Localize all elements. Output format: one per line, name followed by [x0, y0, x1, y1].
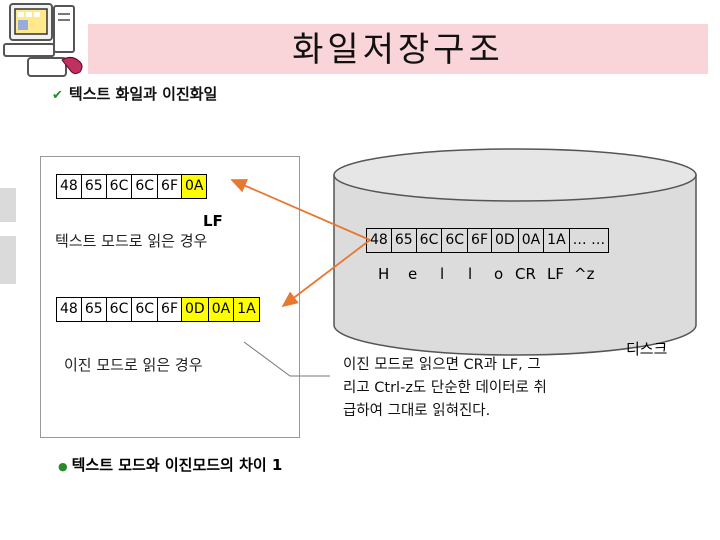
binary-byte: 6C — [107, 298, 133, 321]
binary-byte: 6F — [158, 298, 182, 321]
disk-char: LF — [547, 265, 564, 283]
side-tab-top — [0, 188, 16, 222]
disk-char: CR — [515, 265, 536, 283]
disk-byte: 6C — [417, 229, 443, 252]
text-byte-highlighted: 0A — [182, 175, 207, 198]
footer-caption: ●텍스트 모드와 이진모드의 차이 1 — [58, 454, 282, 475]
checkmark-bullet-icon: ✔ — [52, 88, 63, 103]
title-banner — [88, 24, 708, 74]
page-title: 화일저장구조 — [292, 30, 504, 70]
computer-icon — [3, 3, 83, 77]
binary-byte: 65 — [82, 298, 107, 321]
binary-byte-highlighted: 0D — [182, 298, 209, 321]
disk-byte: 65 — [392, 229, 417, 252]
binary-byte-highlighted: 0A — [208, 298, 235, 321]
round-bullet-icon: ● — [58, 460, 68, 473]
text-byte: 65 — [82, 175, 107, 198]
binary-byte-highlighted: 1A — [234, 298, 259, 321]
disk-char: l — [468, 265, 473, 283]
disk-char: e — [408, 265, 418, 283]
disk-char: ^z — [574, 265, 595, 283]
disk-bytes: 48 65 6C 6C 6F 0D 0A 1A … … — [366, 228, 610, 253]
lf-label: LF — [203, 212, 223, 230]
disk-byte: 6F — [468, 229, 492, 252]
side-tab-bottom — [0, 236, 16, 284]
disk-cylinder — [333, 148, 697, 356]
text-mode-caption: 텍스트 모드로 읽은 경우 — [55, 232, 208, 250]
section-heading: ✔ 텍스트 화일과 이진화일 — [52, 83, 217, 104]
text-mode-bytes: 48 65 6C 6C 6F 0A — [56, 174, 208, 199]
binary-mode-caption: 이진 모드로 읽은 경우 — [64, 356, 203, 374]
disk-char: o — [494, 265, 504, 283]
binary-byte: 48 — [57, 298, 82, 321]
disk-ellipsis: … … — [572, 232, 606, 248]
disk-char: H — [378, 265, 390, 283]
note-line: 이진 모드로 읽으면 CR과 LF, 그 — [343, 357, 541, 373]
disk-label: 디스크 — [626, 340, 668, 358]
disk-byte: 6C — [442, 229, 469, 252]
explanation-note: 이진 모드로 읽으면 CR과 LF, 그 리고 Ctrl-z도 단순한 데이터로… — [343, 354, 547, 423]
section-heading-text: 텍스트 화일과 이진화일 — [68, 85, 218, 103]
binary-mode-bytes: 48 65 6C 6C 6F 0D 0A 1A — [56, 297, 260, 322]
text-byte: 6C — [132, 175, 159, 198]
text-byte: 6F — [158, 175, 182, 198]
binary-byte: 6C — [132, 298, 159, 321]
text-byte: 6C — [107, 175, 133, 198]
disk-byte: 1A — [544, 229, 570, 252]
disk-byte: 48 — [367, 229, 392, 252]
disk-char: l — [440, 265, 445, 283]
note-line: 급하여 그대로 읽혀진다. — [343, 403, 491, 419]
disk-byte: 0A — [519, 229, 545, 252]
footer-text: 텍스트 모드와 이진모드의 차이 1 — [71, 456, 283, 474]
text-byte: 48 — [57, 175, 82, 198]
disk-byte: 0D — [492, 229, 519, 252]
note-line: 리고 Ctrl-z도 단순한 데이터로 취 — [343, 380, 547, 396]
